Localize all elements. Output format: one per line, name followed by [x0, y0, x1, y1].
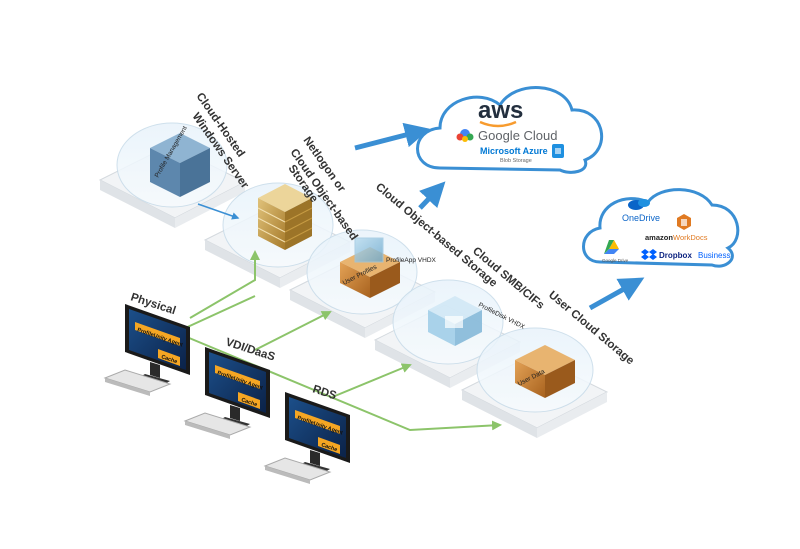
- dropbox-icon: [641, 249, 657, 260]
- google-cloud-text: Google Cloud: [478, 128, 558, 143]
- dropbox-business-text: Business: [698, 251, 730, 260]
- arrow-object-to-cloud: [418, 181, 446, 210]
- netlogon-storage-stack: [257, 184, 313, 250]
- onedrive-text: OneDrive: [622, 213, 660, 223]
- google-drive-icon: [604, 240, 619, 254]
- dropbox-text: Dropbox: [659, 251, 692, 260]
- cloud-providers-top: aws Google Cloud Microsoft Azure Blob St…: [416, 86, 603, 174]
- workdocs-icon: [677, 214, 691, 230]
- profileapp-label: ProfileApp VHDX: [386, 257, 437, 264]
- object-storage-box: User Profiles ProfileApp VHDX: [340, 237, 437, 298]
- azure-blob-text: Blob Storage: [500, 158, 532, 164]
- azure-text: Microsoft Azure: [480, 146, 548, 156]
- google-cloud-icon: [456, 129, 474, 142]
- endpoint-vdi: VDI/DaaS ProfileUnity Agent Cache: [183, 336, 277, 439]
- aws-smile-icon: [479, 120, 517, 128]
- arrow-netlogon-to-cloud: [354, 122, 430, 151]
- google-drive-text: Google Drive: [602, 258, 629, 263]
- vdi-cache-label: Cache: [240, 397, 258, 408]
- arrow-server-to-netlogon: [197, 203, 240, 220]
- blue-arrows: [354, 122, 645, 311]
- workdocs-text: WorkDocs: [673, 233, 708, 242]
- flow-to-netlogon: [189, 250, 260, 319]
- user-data-box: User Data: [515, 345, 575, 398]
- amazon-text: amazon: [645, 233, 673, 242]
- rds-cache-label: Cache: [320, 442, 338, 453]
- flow-to-smb: [329, 363, 412, 399]
- endpoint-physical: Physical ProfileUnity Agent Cache: [103, 291, 190, 396]
- physical-cache-label: Cache: [160, 354, 178, 365]
- label-rds: RDS: [311, 383, 338, 402]
- cloud-providers-right: OneDrive amazon WorkDocs Google Drive Dr…: [582, 188, 740, 268]
- onedrive-icon: [628, 199, 650, 210]
- flow-to-object: [254, 311, 332, 351]
- aws-logo-text: aws: [478, 97, 523, 124]
- arrow-user-to-cloud: [588, 277, 645, 311]
- endpoint-rds: RDS ProfileUnity Agent Cache: [263, 383, 350, 484]
